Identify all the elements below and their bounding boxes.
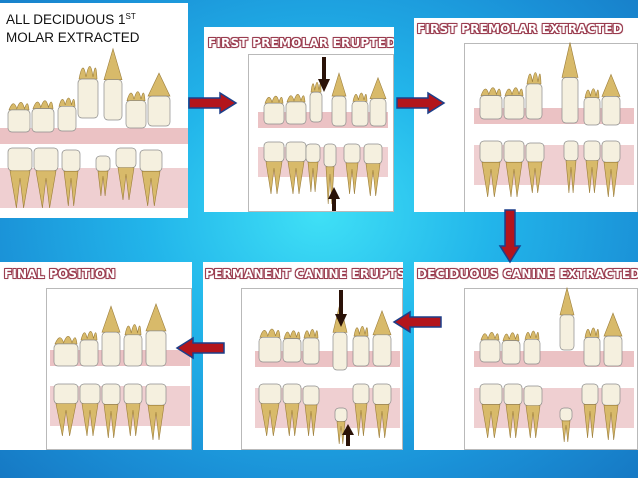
right-arrow-icon xyxy=(396,91,446,115)
panel-3: FIRST PREMOLAR EXTRACTED xyxy=(414,18,638,212)
panel-1: ALL DECIDUOUS 1ST MOLAR EXTRACTED xyxy=(0,3,188,218)
right-arrow-icon xyxy=(188,91,238,115)
down-arrow-icon xyxy=(318,57,330,92)
teeth-illustration xyxy=(0,47,188,209)
panel-5-title: PERMANENT CANINE ERUPTS xyxy=(205,267,403,281)
panel-1-title: ALL DECIDUOUS 1ST MOLAR EXTRACTED xyxy=(6,12,140,45)
panel-4-title: DECIDUOUS CANINE EXTRACTED xyxy=(417,267,638,281)
up-arrow-icon xyxy=(342,424,354,446)
teeth-illustration xyxy=(258,72,388,205)
panel-2: FIRST PREMOLAR ERUPTED xyxy=(204,27,394,212)
panel-3-title: FIRST PREMOLAR EXTRACTED xyxy=(417,22,623,36)
teeth-illustration xyxy=(474,286,634,443)
down-arrow-icon xyxy=(335,290,347,327)
panel-6-title: FINAL POSITION xyxy=(4,267,116,281)
down-arrow-icon xyxy=(498,209,522,264)
up-arrow-icon xyxy=(328,187,340,211)
left-arrow-icon xyxy=(392,310,442,334)
panel-6: FINAL POSITION xyxy=(0,262,192,450)
teeth-illustration xyxy=(50,303,190,441)
teeth-illustration xyxy=(255,303,400,445)
teeth-illustration xyxy=(474,42,634,198)
panel-5: PERMANENT CANINE ERUPTS xyxy=(203,262,403,450)
left-arrow-icon xyxy=(175,336,225,360)
panel-4: DECIDUOUS CANINE EXTRACTED xyxy=(414,262,638,450)
panel-2-title: FIRST PREMOLAR ERUPTED xyxy=(208,36,394,50)
